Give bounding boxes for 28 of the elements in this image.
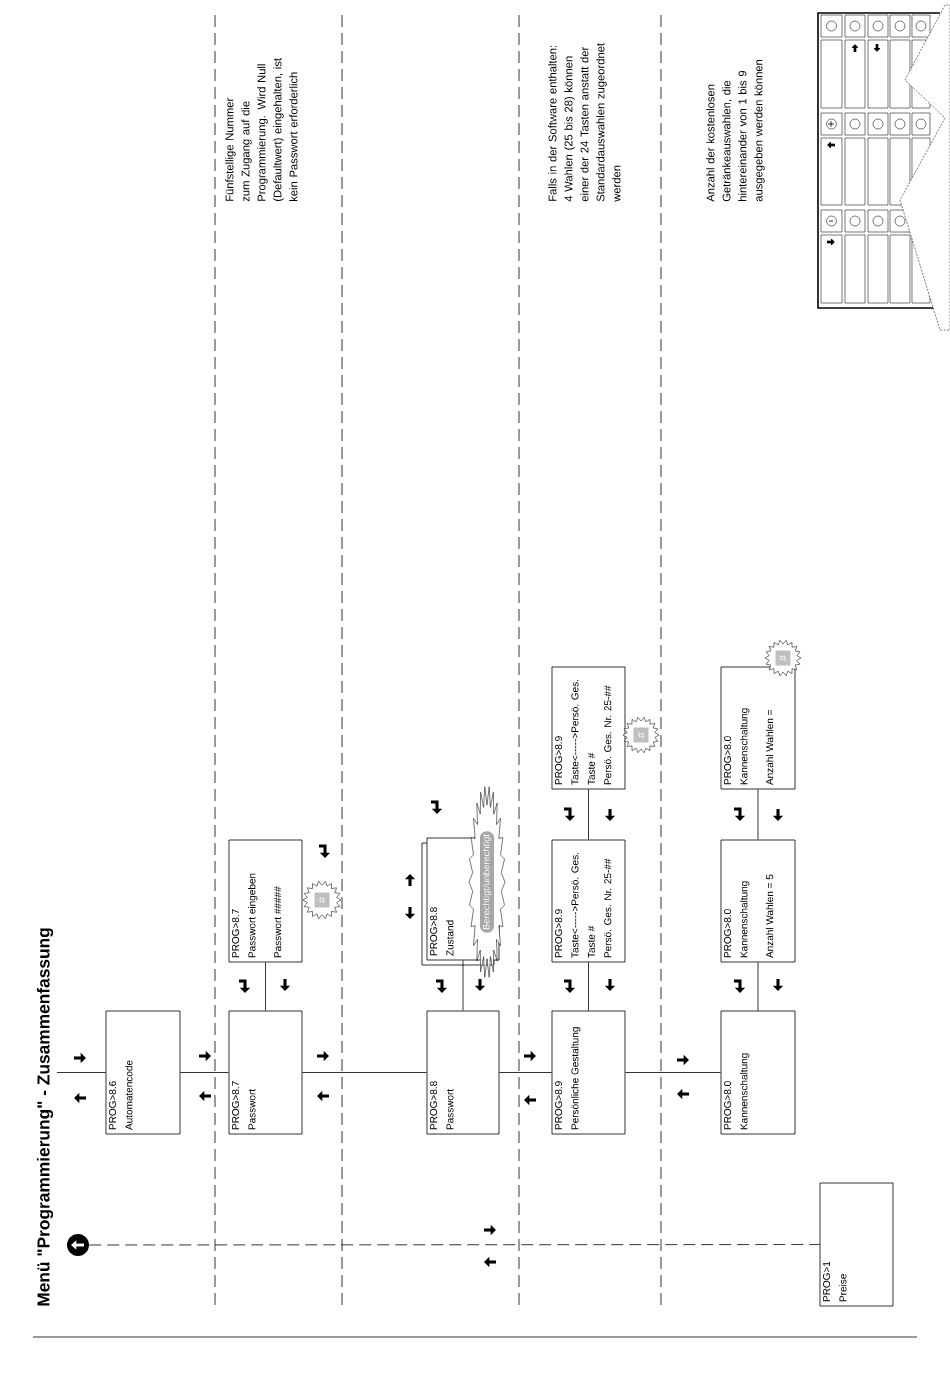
connector (265, 962, 266, 1011)
connector (302, 1072, 427, 1073)
menu-box: PROG>8.7 Passwort eingeben Passwort ##### (228, 839, 303, 963)
note-text: Falls in der Software enthalten: 4 Wahlen (25 bis 28) können einer der 24 Tasten anstatt der Standardauswahlen zugeordnet werden (548, 43, 621, 202)
note-text: Fünfstellige Nummer zum Zugang auf die Programmierung. Wird Null (Defaultwert) eingehalten, ist kein Passwort erforderlich (225, 58, 298, 202)
connector (88, 1244, 820, 1246)
title: Menü "Programmierung" - Zusammenfassung (36, 928, 54, 1306)
connector (56, 1072, 106, 1073)
connector (625, 1072, 721, 1073)
note-text: Anzahl der kostenlosen Getränkeauswahlen, die hintereinander von 1 bis 9 ausgegeben werden können (706, 59, 765, 202)
menu-box: PROG>8.6 Automatencode (105, 1010, 181, 1135)
connector (462, 960, 464, 1011)
menu-box: PROG>8.0 Kannenschaltung (720, 1010, 796, 1135)
menu-box: PROG>1 Preise (819, 1182, 894, 1307)
menu-box: PROG>8.9 Taste<----->Persö. Ges. Taste # Persö. Ges. Nr. 25-## (551, 839, 626, 963)
menu-box: PROG>8.7 Passwort (228, 1010, 303, 1135)
menu-box: PROG>8.9 Persönliche Gestaltung (551, 1010, 626, 1135)
menu-box: PROG>8.0 Kannenschaltung Anzahl Wahlen = (720, 666, 796, 790)
connector (588, 962, 589, 1011)
menu-box: PROG>8.8 Passwort (426, 1010, 500, 1135)
menu-box: PROG>8.9 Taste<----->Persö. Ges. Taste # Persö. Ges. Nr. 25-## (551, 666, 626, 790)
connector (180, 1072, 229, 1073)
connector (757, 962, 759, 1011)
start-symbol (67, 1234, 89, 1256)
connector (499, 1072, 552, 1073)
connector (588, 789, 589, 840)
menu-box: PROG>8.0 Kannenschaltung Anzahl Wahlen = 5 (720, 839, 796, 963)
connector (757, 789, 759, 840)
